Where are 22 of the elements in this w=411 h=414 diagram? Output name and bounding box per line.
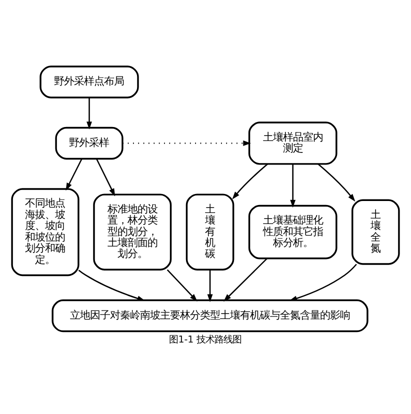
node-box: 野外采样 bbox=[55, 126, 124, 160]
arrow bbox=[318, 163, 356, 202]
arrow bbox=[207, 269, 213, 302]
node-box: 土壤样品室内测定 bbox=[248, 121, 338, 164]
arrow bbox=[290, 164, 296, 208]
arrow bbox=[96, 158, 116, 196]
arrow bbox=[66, 158, 82, 190]
node-box: 不同地点海拔、坡度、坡向和坡位的划分和确定。 bbox=[11, 188, 80, 276]
node-box: 标准地的设置，林分类型的划分，土壤剖面的划分。 bbox=[93, 193, 172, 270]
arrow bbox=[224, 257, 268, 302]
node-box: 野外采样点布局 bbox=[40, 65, 139, 98]
arrow bbox=[86, 97, 92, 129]
arrow bbox=[166, 268, 198, 302]
arrow bbox=[78, 269, 146, 301]
node-box: 立地因子对秦岭南坡主要林分类型土壤有机碳与全氮含量的影响 bbox=[52, 298, 368, 332]
node-box: 土壤基础理化性质和其它指标分析。 bbox=[248, 204, 338, 259]
arrow bbox=[289, 263, 357, 300]
node-box: 土壤全氮 bbox=[352, 198, 400, 264]
caption: 图1-1 技术路线图 bbox=[169, 334, 242, 345]
arrow bbox=[122, 140, 251, 146]
node-box: 土壤有机碳 bbox=[186, 193, 234, 270]
arrow bbox=[232, 163, 268, 199]
